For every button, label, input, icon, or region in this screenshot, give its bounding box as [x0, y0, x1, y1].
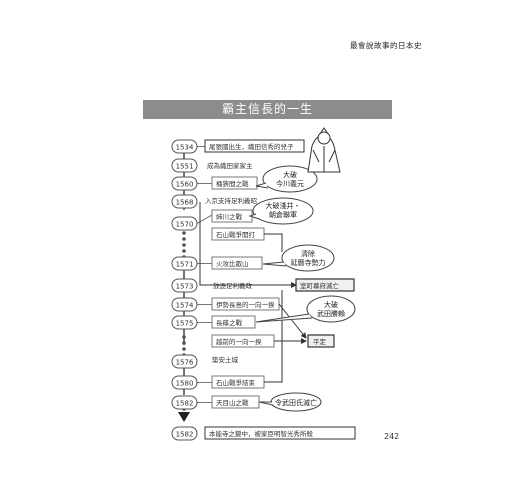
figure-title: 霸主信長的一生 [143, 100, 392, 119]
year-pill: 1580 [171, 375, 198, 390]
svg-text:1570: 1570 [176, 221, 194, 229]
year-pill: 1582 [171, 395, 198, 410]
svg-text:大破淺井・: 大破淺井・ [266, 201, 301, 210]
callout-takeda-end: 令武田氏滅亡 [258, 392, 322, 412]
svg-text:本能寺之變中，被家臣明智光秀所殺: 本能寺之變中，被家臣明智光秀所殺 [209, 429, 314, 438]
nobunaga-portrait [307, 127, 341, 173]
svg-text:1574: 1574 [176, 302, 194, 310]
page-number: 242 [384, 432, 400, 441]
svg-text:1582: 1582 [176, 400, 194, 408]
year-pill: 1551 [171, 158, 198, 173]
svg-text:石山戰爭結束: 石山戰爭結束 [216, 378, 256, 387]
event-tenmokuzan: 天目山之戰 [211, 395, 260, 409]
svg-text:1576: 1576 [176, 359, 194, 367]
svg-text:大破: 大破 [283, 170, 297, 179]
svg-text:桶狹間之戰: 桶狹間之戰 [216, 179, 249, 188]
event-heir: 成為織田家家主 [207, 161, 253, 170]
event-kyoto: 入京支持足利義昭 [205, 196, 257, 205]
svg-text:尾張國出生，織田信秀的兒子: 尾張國出生，織田信秀的兒子 [209, 142, 294, 151]
event-ishiyama-start: 石山戰爭開打 [211, 227, 265, 241]
year-pills: 1534 1551 1560 1568 1570 1571 1573 1574 … [171, 139, 198, 441]
svg-text:今川義元: 今川義元 [276, 179, 304, 188]
svg-text:越前的一向一揆: 越前的一向一揆 [216, 337, 262, 346]
year-pill: 1576 [171, 354, 198, 369]
svg-text:武田勝賴: 武田勝賴 [317, 309, 345, 318]
event-echizen: 越前的一向一揆 [211, 334, 275, 348]
year-pill: 1575 [171, 315, 198, 330]
year-pill: 1582 [171, 426, 198, 441]
svg-text:1534: 1534 [176, 144, 194, 152]
event-birth: 尾張國出生，織田信秀的兒子 [204, 139, 305, 153]
event-okehazama: 桶狹間之戰 [211, 176, 258, 190]
event-nagashima: 伊勢長島的一向一揆 [211, 297, 280, 311]
svg-text:清除: 清除 [301, 249, 315, 258]
svg-text:火攻比叡山: 火攻比叡山 [216, 259, 249, 268]
callout-enryakuji: 清除 延曆寺勢力 [262, 244, 335, 272]
event-nagashino: 長篠之戰 [211, 315, 256, 329]
result-pacified: 平定 [307, 334, 335, 348]
svg-text:姉川之戰: 姉川之戰 [216, 212, 243, 221]
year-pill: 1574 [171, 297, 198, 312]
pill-connectors [196, 146, 213, 403]
svg-text:1560: 1560 [176, 181, 194, 189]
svg-text:朝倉聯軍: 朝倉聯軍 [269, 210, 297, 219]
svg-text:伊勢長島的一向一揆: 伊勢長島的一向一揆 [216, 300, 275, 309]
svg-text:1551: 1551 [176, 163, 194, 171]
year-pill: 1568 [171, 194, 198, 209]
year-pill: 1560 [171, 176, 198, 191]
year-pill: 1570 [171, 216, 198, 231]
svg-text:延曆寺勢力: 延曆寺勢力 [291, 258, 326, 267]
event-honnoji: 本能寺之變中，被家臣明智光秀所殺 [204, 426, 356, 440]
flow-arrows [199, 202, 307, 383]
svg-text:1580: 1580 [176, 380, 194, 388]
svg-text:室町幕府滅亡: 室町幕府滅亡 [300, 281, 340, 290]
svg-text:1571: 1571 [176, 261, 194, 269]
event-hieizan: 火攻比叡山 [211, 256, 263, 270]
svg-text:1575: 1575 [176, 320, 194, 328]
year-pill: 1571 [171, 256, 198, 271]
event-anegawa: 姉川之戰 [211, 209, 253, 223]
event-azuchi: 築安土城 [212, 355, 239, 364]
svg-text:令武田氏滅亡: 令武田氏滅亡 [275, 398, 317, 407]
svg-text:平定: 平定 [313, 337, 327, 346]
svg-text:石山戰爭開打: 石山戰爭開打 [216, 230, 256, 239]
running-title: 最會說故事的日本史 [350, 41, 422, 50]
svg-text:大破: 大破 [324, 300, 338, 309]
callout-imagawa: 大破 今川義元 [255, 165, 318, 193]
svg-text:1568: 1568 [176, 199, 194, 207]
year-pill: 1534 [171, 139, 198, 154]
event-ishiyama-end: 石山戰爭結束 [211, 375, 265, 389]
callout-takeda: 大破 武田勝賴 [255, 295, 356, 323]
svg-text:1582: 1582 [176, 431, 194, 439]
down-arrow-icon [178, 412, 190, 422]
svg-text:長篠之戰: 長篠之戰 [216, 318, 243, 327]
callout-asai: 大破淺井・ 朝倉聯軍 [248, 197, 314, 225]
svg-text:天目山之戰: 天目山之戰 [216, 398, 249, 407]
result-muromachi: 室町幕府滅亡 [295, 278, 355, 292]
svg-text:1573: 1573 [176, 283, 194, 291]
year-pill: 1573 [171, 278, 198, 293]
